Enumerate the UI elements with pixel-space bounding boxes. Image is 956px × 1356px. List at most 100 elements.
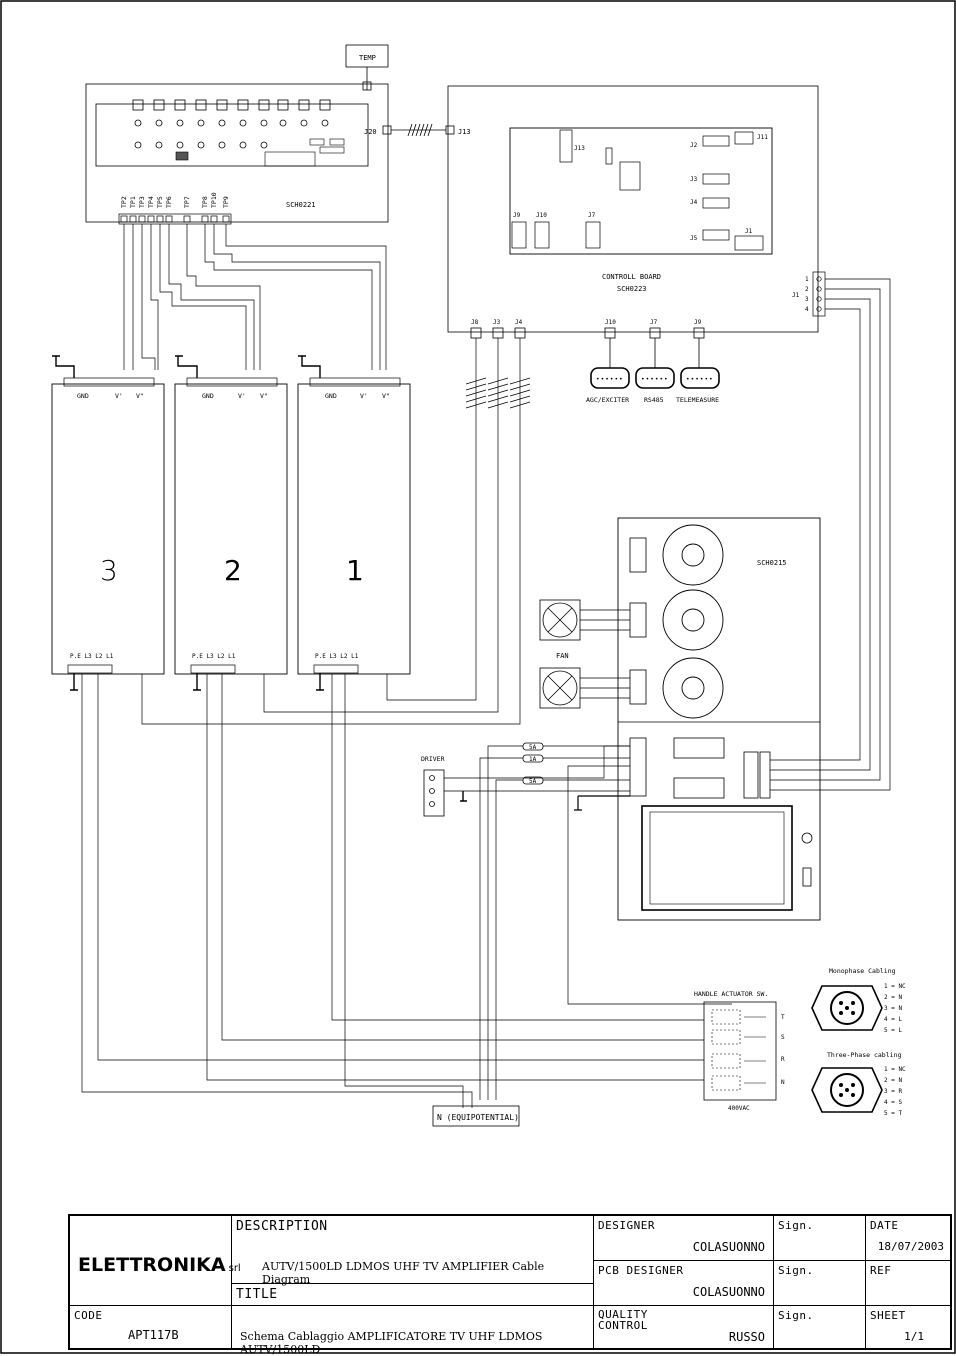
svg-text:P.E L3 L2 L1: P.E L3 L2 L1 [70, 653, 114, 660]
svg-text:2 = N: 2 = N [884, 1077, 902, 1084]
description-text: AUTV/1500LD LDMOS UHF TV AMPLIFIER Cable… [262, 1260, 545, 1286]
handle-actuator-switch: HANDLE ACTUATOR SW. T S R N 400VAC [694, 990, 785, 1112]
ref-cell: REF [866, 1261, 952, 1306]
svg-text:N: N [781, 1079, 785, 1086]
svg-text:J8: J8 [471, 319, 479, 326]
sign-cell-3: Sign. [774, 1306, 866, 1350]
sheet-cell: SHEET 1/1 [870, 1309, 924, 1343]
svg-text:SCH0221: SCH0221 [286, 201, 316, 209]
psu-2: GND V' V" 2 P.E L3 L2 L1 [174, 355, 288, 691]
svg-text:3: 3 [100, 554, 118, 587]
svg-text:Monophase Cabling: Monophase Cabling [829, 967, 896, 975]
svg-text:5 = L: 5 = L [884, 1027, 902, 1034]
svg-text:Three-Phase cabling: Three-Phase cabling [827, 1051, 901, 1059]
svg-text:N (EQUIPOTENTIAL): N (EQUIPOTENTIAL) [437, 1113, 519, 1122]
tp-labels: TP2 TP1 TP3 TP4 TP5 TP6 TP7 TP8 TP10 TP9 [120, 192, 230, 208]
svg-text:J5: J5 [690, 235, 698, 242]
svg-text:AGC/EXCITER: AGC/EXCITER [586, 396, 629, 404]
svg-text:2: 2 [805, 286, 809, 293]
svg-text:TP2: TP2 [120, 196, 128, 208]
svg-text:J10: J10 [536, 212, 547, 219]
svg-text:J1: J1 [745, 228, 753, 235]
svg-text:S: S [781, 1034, 785, 1041]
svg-text:J3: J3 [690, 176, 698, 183]
svg-text:V": V" [136, 392, 144, 400]
svg-text:J4: J4 [515, 319, 523, 326]
svg-text:P.E L3 L2 L1: P.E L3 L2 L1 [192, 653, 236, 660]
svg-text:3: 3 [805, 296, 809, 303]
svg-text:1: 1 [805, 276, 809, 283]
pcb-designer-cell: PCB DESIGNER COLASUONNO [594, 1261, 774, 1306]
psu-3: GND V' V" 3 P.E L3 L2 L1 [51, 355, 165, 691]
svg-text:1A: 1A [529, 756, 537, 763]
svg-text:J4: J4 [690, 199, 698, 206]
svg-text:GND: GND [77, 392, 89, 400]
svg-text:R: R [781, 1056, 785, 1063]
top-test-points [132, 99, 345, 167]
svg-text:5 = T: 5 = T [884, 1110, 902, 1117]
svg-text:J9: J9 [513, 212, 521, 219]
svg-text:V': V' [115, 392, 123, 400]
title-label-cell: TITLE [232, 1284, 594, 1306]
svg-text:FAN: FAN [556, 652, 569, 660]
svg-text:2: 2 [224, 554, 242, 587]
psu-1: GND V' V" 1 P.E L3 L2 L1 [297, 355, 411, 691]
title-text: Schema Cablaggio AMPLIFICATORE TV UHF LD… [240, 1330, 543, 1356]
svg-text:TP7: TP7 [183, 196, 191, 208]
svg-text:TP4: TP4 [147, 196, 155, 208]
monophase-connector: Monophase Cabling 1 = NC 2 = N 3 = N 4 =… [811, 967, 906, 1034]
sch0215-board: SCH0215 [617, 517, 821, 921]
svg-text:4 = L: 4 = L [884, 1016, 902, 1023]
svg-text:TELEMEASURE: TELEMEASURE [676, 396, 719, 404]
code-cell: CODE APT117B [70, 1306, 232, 1350]
tp-wires [123, 224, 387, 370]
svg-text:J1: J1 [792, 292, 800, 299]
fan-2 [539, 667, 581, 709]
svg-text:5A: 5A [529, 744, 537, 751]
db9-connectors: •••••• •••••• •••••• [590, 367, 720, 389]
svg-text:400VAC: 400VAC [728, 1105, 750, 1112]
fan-1 [539, 599, 581, 641]
svg-text:HANDLE ACTUATOR SW.: HANDLE ACTUATOR SW. [694, 990, 768, 998]
svg-text:TP9: TP9 [222, 196, 230, 208]
svg-text:TP8: TP8 [201, 196, 209, 208]
svg-text:TP10: TP10 [210, 192, 218, 208]
svg-text:TP5: TP5 [156, 196, 164, 208]
svg-text:J13: J13 [574, 145, 585, 152]
control-board: J13 J2 J11 J3 J4 J5 J1 J9 J10 J7 CONTROL… [447, 85, 826, 404]
svg-text:J3: J3 [493, 319, 501, 326]
sign-cell-2: Sign. [774, 1261, 866, 1306]
svg-text:••••••: •••••• [596, 376, 624, 383]
svg-text:TP6: TP6 [165, 196, 173, 208]
svg-text:1 = NC: 1 = NC [884, 983, 906, 990]
svg-text:J11: J11 [757, 134, 768, 141]
svg-text:J7: J7 [588, 212, 596, 219]
svg-text:TEMP: TEMP [359, 54, 376, 62]
title-cell: Schema Cablaggio AMPLIFICATORE TV UHF LD… [232, 1306, 594, 1356]
svg-text:V": V" [260, 392, 268, 400]
svg-text:SCH0215: SCH0215 [757, 559, 787, 567]
tp-terminal-strip [118, 213, 232, 225]
svg-text:GND: GND [202, 392, 214, 400]
svg-text:P.E L3 L2 L1: P.E L3 L2 L1 [315, 653, 359, 660]
board-name: CONTROLL BOARD [602, 273, 661, 281]
svg-text:TP1: TP1 [129, 196, 137, 208]
svg-text:••••••: •••••• [641, 376, 669, 383]
temp-sensor: TEMP [345, 44, 389, 91]
svg-text:TP3: TP3 [138, 196, 146, 208]
svg-text:V': V' [238, 392, 246, 400]
description-cell: DESCRIPTION AUTV/1500LD LDMOS UHF TV AMP… [232, 1216, 594, 1286]
svg-text:3 = R: 3 = R [884, 1088, 902, 1095]
svg-text:J10: J10 [605, 319, 616, 326]
svg-text:V': V' [360, 392, 368, 400]
svg-text:J13: J13 [458, 128, 471, 136]
svg-text:1 = NC: 1 = NC [884, 1066, 906, 1073]
svg-text:J2: J2 [690, 142, 698, 149]
svg-text:4: 4 [805, 306, 809, 313]
svg-text:GND: GND [325, 392, 337, 400]
quality-cell: QUALITY CONTROL RUSSO [594, 1306, 774, 1350]
